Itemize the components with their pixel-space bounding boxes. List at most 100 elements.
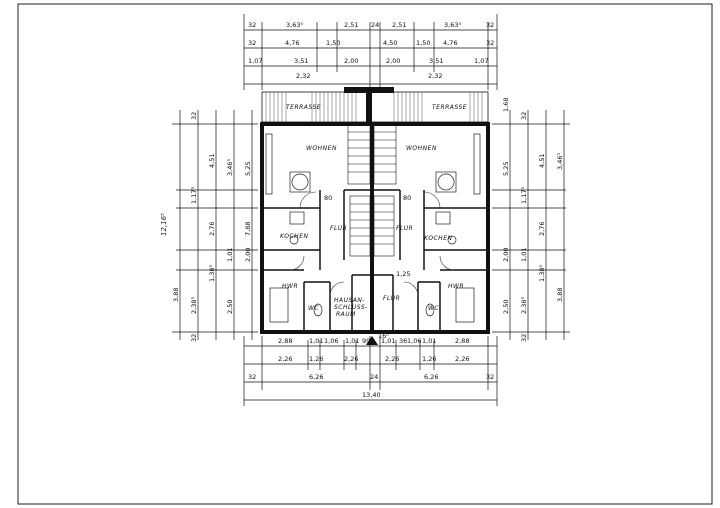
dim-top-2-3: 4,50 (383, 39, 397, 47)
left-dimensions (172, 110, 258, 340)
top-dimensions (243, 14, 498, 90)
dim-right-6: 2,76 (538, 222, 546, 236)
top-dimension-labels: 32 3,63⁵ 2,51 24 2,51 3,63⁵ 32 32 4,76 1… (248, 21, 494, 80)
dim-top-4-0: 2,32 (296, 72, 310, 80)
dim-bottom-2-3: 2,26 (385, 355, 399, 363)
dim-top-3-4: 3,51 (429, 57, 443, 65)
terrace: TERRASSE TERRASSE (261, 87, 489, 123)
label-wohnen-right: WOHNEN (406, 145, 437, 152)
label-flur-right: FLUR (396, 225, 413, 232)
terrace-divider-wall (344, 87, 394, 93)
dim-left-11: 5,25 (244, 162, 252, 176)
dim-top-3-3: 2,00 (386, 57, 400, 65)
furniture (265, 133, 481, 323)
label-hwr-right: HWR (448, 283, 464, 290)
stair-mark-2: 1,25 (396, 270, 410, 278)
bottom-dimension-labels: 2,88 1,01 1,06 1,01 99 1,01 36 1,06 1,01… (248, 337, 494, 399)
dim-bottom-3-4: 32 (486, 373, 494, 381)
dim-top-2-2: 1,50 (326, 39, 340, 47)
stair-mark-1: 80 (403, 194, 411, 202)
dim-top-3-1: 3,51 (294, 57, 308, 65)
dim-bottom-2-1: 1,26 (309, 355, 323, 363)
dim-right-11: 2,38⁵ (520, 297, 528, 314)
dim-right-2: 4,51 (538, 154, 546, 168)
label-kochen-right: KOCHEN (424, 235, 452, 242)
dim-top-3-2: 2,00 (344, 57, 358, 65)
dim-left-0: 12,16⁵ (160, 213, 168, 236)
dim-top-1-3: 24 (371, 21, 379, 29)
dim-bottom-2-4: 1,26 (422, 355, 436, 363)
dim-right-12: 3,88 (556, 288, 564, 302)
dim-top-3-5: 1,07 (474, 57, 488, 65)
label-flur-center: FLUR (383, 295, 400, 302)
staircase (347, 123, 397, 257)
bottom-dimensions (243, 336, 498, 406)
dim-bottom-1-1: 1,01 (309, 337, 323, 345)
dim-left-12: 3,46⁵ (226, 159, 234, 176)
dim-right-0: 1,68 (502, 98, 510, 112)
dim-bottom-1-0: 2,88 (278, 337, 292, 345)
dim-right-13: 32 (520, 334, 528, 342)
dim-left-2: 4,51 (208, 154, 216, 168)
dim-left-9: 3,88 (172, 288, 180, 302)
dim-right-4: 5,25 (502, 162, 510, 176)
label-terrasse-left: TERRASSE (286, 104, 321, 111)
room-labels: WOHNEN WOHNEN KOCHEN KOCHEN FLUR FLUR FL… (280, 145, 464, 340)
dim-left-13: 7,88 (244, 222, 252, 236)
label-terrasse-right: TERRASSE (432, 104, 467, 111)
label-hausanschluss-1: HAUSAN- (334, 297, 365, 304)
label-wc-left: WC (308, 305, 319, 312)
dim-left-6: 2,00 (244, 248, 252, 262)
north-label: 16⁰ (378, 332, 389, 340)
door-swings (289, 191, 455, 297)
label-flur-left: FLUR (330, 225, 347, 232)
dim-right-10: 2,50 (502, 300, 510, 314)
dim-bottom-1-5: 1,01 (381, 337, 395, 345)
dim-top-1-5: 3,63⁵ (444, 21, 461, 29)
dim-bottom-4-0: 13,40 (362, 391, 381, 399)
dim-right-5: 1,17⁵ (520, 187, 528, 204)
dim-left-8: 2,50 (226, 300, 234, 314)
dim-left-1: 32 (190, 112, 198, 120)
dim-bottom-3-1: 6,26 (309, 373, 323, 381)
right-dimensions (492, 110, 570, 340)
dim-bottom-1-8: 1,01 (422, 337, 436, 345)
label-hausanschluss-3: RAUM (336, 311, 356, 318)
label-hausanschluss-2: SCHLUSS- (334, 304, 368, 311)
dim-left-7: 1,38⁵ (208, 265, 216, 282)
dim-right-7: 2,00 (502, 248, 510, 262)
dim-bottom-1-6: 36 (399, 337, 407, 345)
dim-bottom-1-9: 2,88 (455, 337, 469, 345)
dim-top-2-0: 32 (248, 39, 256, 47)
dim-left-5: 1,01 (226, 248, 234, 262)
dim-left-10: 2,38⁵ (190, 297, 198, 314)
dim-bottom-1-3: 1,01 (345, 337, 359, 345)
dim-top-1-1: 3,63⁵ (286, 21, 303, 29)
dim-left-4: 2,76 (208, 222, 216, 236)
dim-bottom-2-2: 2,26 (344, 355, 358, 363)
label-kochen-left: KOCHEN (280, 233, 308, 240)
dim-right-1: 32 (520, 112, 528, 120)
dim-top-2-6: 32 (486, 39, 494, 47)
dim-bottom-1-7: 1,06 (407, 337, 421, 345)
dim-bottom-1-2: 1,06 (324, 337, 338, 345)
dim-right-9: 1,38⁵ (538, 265, 546, 282)
entrance-arrow-icon (366, 336, 378, 345)
dim-left-14: 32 (190, 334, 198, 342)
dim-bottom-2-5: 2,26 (455, 355, 469, 363)
label-wohnen-left: WOHNEN (306, 145, 337, 152)
dim-top-1-6: 32 (486, 21, 494, 29)
left-dimension-labels: 12,16⁵ 32 4,51 1,17⁵ 2,76 1,01 2,00 1,38… (160, 112, 252, 342)
label-wc-right: WC (428, 305, 439, 312)
label-hwr-left: HWR (282, 283, 298, 290)
dim-top-1-2: 2,51 (344, 21, 358, 29)
dim-right-3: 3,46⁵ (556, 153, 564, 170)
dim-bottom-1-4: 99 (362, 337, 370, 345)
dim-bottom-2-0: 2,26 (278, 355, 292, 363)
right-dimension-labels: 1,68 32 4,51 3,46⁵ 5,25 1,17⁵ 2,76 2,00 … (502, 98, 564, 342)
dim-top-4-1: 2,32 (428, 72, 442, 80)
dim-bottom-3-2: 24 (370, 373, 378, 381)
stair-mark-0: 80 (324, 194, 332, 202)
frame-border (17, 3, 713, 505)
